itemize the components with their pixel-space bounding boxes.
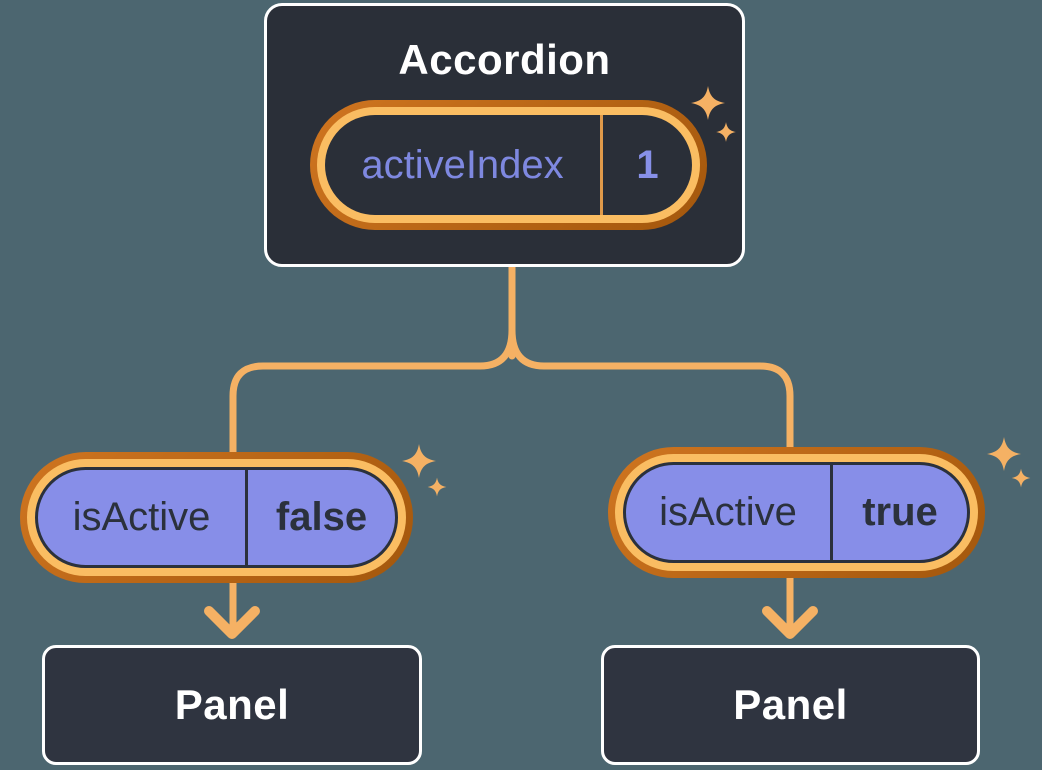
prop-name-label: isActive [72,495,211,539]
sparkle-icon [987,437,1021,471]
state-pill-activeindex: activeIndex 1 [310,100,707,230]
prop-pill-ring: isActive false [27,459,406,576]
arrow-down-icon [204,606,260,639]
state-value-label: 1 [636,142,659,187]
prop-pill-isactive-true: isActive true [608,447,985,578]
prop-value-label: true [862,490,938,534]
sparkle-icon [427,477,447,497]
panel-component-box-right: Panel [601,645,980,765]
state-pill-ring: activeIndex 1 [317,107,700,223]
arrow-down-icon [762,606,818,639]
prop-pill-ring: isActive true [615,454,978,571]
state-name-label: activeIndex [361,142,564,187]
prop-value-label: false [275,495,368,539]
sparkle-icon [402,444,436,478]
sparkle-icon [1011,468,1031,488]
state-pill-divider [600,115,603,215]
prop-pill-core: isActive false [35,467,398,568]
prop-pill-divider [245,470,248,565]
prop-pill-divider [830,465,833,560]
panel-component-box-left: Panel [42,645,422,765]
accordion-title: Accordion [398,36,611,83]
state-pill-core: activeIndex 1 [325,115,692,215]
prop-pill-isactive-false: isActive false [20,452,413,583]
prop-pill-core: isActive true [623,462,970,563]
prop-name-label: isActive [659,490,797,534]
